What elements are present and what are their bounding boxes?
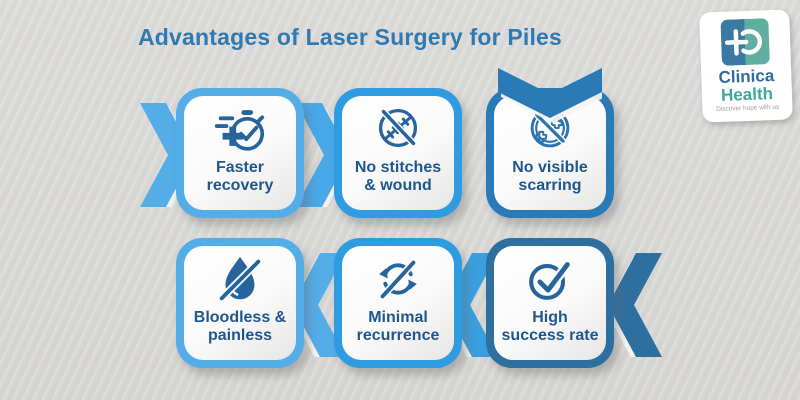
no-recurrence-icon [378,258,418,301]
stopwatch-check-icon [214,110,265,151]
card-faster-recovery: Faster recovery [176,88,304,218]
logo-name-line2: Health [720,84,774,105]
card-inner: No stitches & wound [342,96,454,210]
card-no-stitches: No stitches & wound [334,88,462,218]
card-minimal-recurrence: Minimal recurrence [334,238,462,368]
logo-badge: Clinica Health Discover hope with us [699,9,793,123]
no-stitches-icon [378,108,418,148]
logo-tagline: Discover hope with us [715,104,780,113]
card-inner: High success rate [494,246,606,360]
no-scarring-icon [530,108,570,148]
card-label: No visible scarring [512,159,588,194]
card-label: Faster recovery [206,159,274,194]
card-inner: Faster recovery [184,96,296,210]
clinica-health-logo-icon [720,18,770,66]
card-label: High success rate [501,309,599,344]
check-circle-icon [529,259,573,300]
chevron-left-icon [605,253,662,357]
card-label: Minimal recurrence [356,309,440,344]
card-label: Bloodless & painless [193,309,287,344]
page-title: Advantages of Laser Surgery for Piles [137,24,563,50]
card-inner: No visible scarring [494,96,606,210]
card-inner: Bloodless & painless [184,246,296,360]
chevron-down-icon [498,68,602,123]
card-bloodless-painless: Bloodless & painless [176,238,304,368]
logo-name-line1: Clinica [718,66,775,87]
card-inner: Minimal recurrence [342,246,454,360]
card-high-success-rate: High success rate [486,238,614,368]
no-blood-drop-icon [217,256,263,303]
card-label: No stitches & wound [354,159,442,194]
